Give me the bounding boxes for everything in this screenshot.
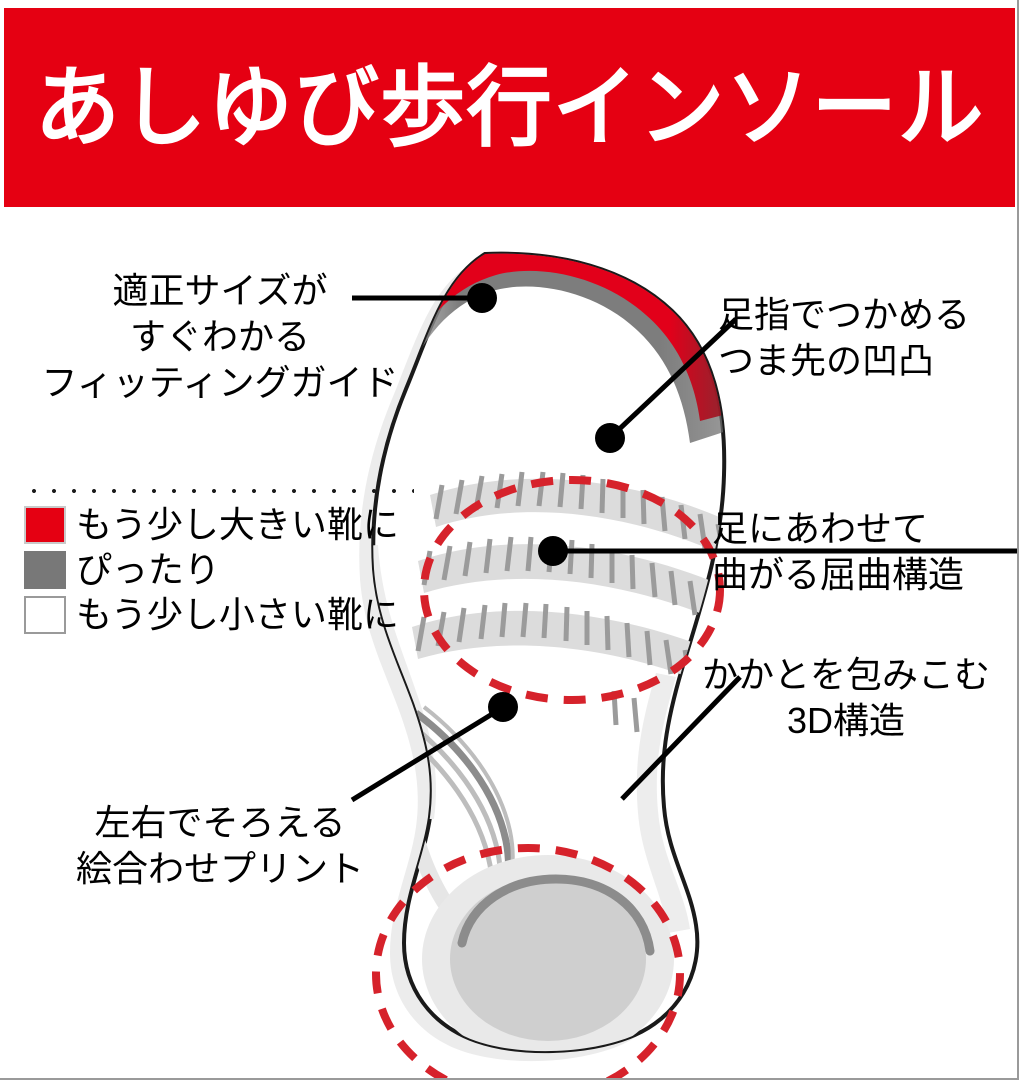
legend-label-smaller: もう少し小さい靴に bbox=[76, 594, 399, 635]
leader-dot-arch bbox=[488, 692, 518, 722]
annotation-heel-3d-line2: 3D構造 bbox=[786, 700, 906, 742]
fitting-guide-legend: もう少し大きい靴に ぴったり もう少し小さい靴に bbox=[24, 488, 424, 641]
legend-item-fit: ぴったり bbox=[24, 551, 424, 589]
legend-item-larger: もう少し大きい靴に bbox=[24, 506, 424, 544]
annotation-fitting-guide: 適正サイズが すぐわかる フィッティングガイド bbox=[30, 268, 410, 406]
legend-swatch-gray bbox=[24, 551, 66, 589]
lateral-shadow bbox=[636, 673, 690, 933]
annotation-fitting-guide-line1: 適正サイズが bbox=[112, 270, 328, 311]
legend-swatch-white bbox=[24, 596, 66, 634]
annotation-toe-grip-line2: つま先の凹凸 bbox=[718, 340, 935, 382]
leader-dot-fitting bbox=[467, 283, 497, 313]
header-banner: あしゆび歩行インソール bbox=[4, 8, 1015, 207]
leader-dots bbox=[467, 283, 625, 722]
insole-illustration bbox=[0, 207, 1017, 1078]
leader-toe bbox=[610, 317, 738, 438]
annotation-flex-structure-line1: 足にあわせて bbox=[712, 508, 929, 549]
legend-item-smaller: もう少し小さい靴に bbox=[24, 596, 424, 634]
annotation-fitting-guide-line2: すぐわかる bbox=[129, 316, 310, 358]
annotation-heel-3d: かかとを包みこむ 3D構造 bbox=[686, 652, 1006, 744]
annotation-toe-grip-line1: 足指でつかめる bbox=[718, 294, 971, 335]
leader-lines bbox=[350, 295, 1017, 803]
annotation-flex-structure: 足にあわせて 曲がる屈曲構造 bbox=[712, 506, 1017, 598]
toe-texture-bands bbox=[412, 471, 725, 774]
toe-highlight-circle bbox=[420, 476, 724, 704]
leader-heel bbox=[620, 675, 742, 801]
annotation-toe-grip: 足指でつかめる つま先の凹凸 bbox=[718, 292, 1017, 384]
legend-swatch-red bbox=[24, 506, 66, 544]
legend-label-fit: ぴったり bbox=[76, 549, 221, 590]
annotation-matching-print-line1: 左右でそろえる bbox=[94, 802, 346, 843]
leader-dot-flex bbox=[538, 536, 568, 566]
highlight-circles bbox=[372, 476, 724, 1078]
heel-highlight-circle bbox=[372, 844, 684, 1078]
leader-dot-toe bbox=[595, 423, 625, 453]
page-title: あしゆび歩行インソール bbox=[34, 57, 985, 157]
annotation-flex-structure-line2: 曲がる屈曲構造 bbox=[712, 554, 965, 596]
annotation-matching-print-line2: 絵合わせプリント bbox=[75, 848, 364, 890]
annotation-heel-3d-line1: かかとを包みこむ bbox=[701, 654, 990, 695]
heel-cup bbox=[422, 855, 674, 1052]
legend-divider bbox=[24, 488, 414, 494]
annotation-matching-print: 左右でそろえる 絵合わせプリント bbox=[30, 800, 410, 892]
leader-arch bbox=[350, 705, 504, 803]
annotation-fitting-guide-line3: フィッティングガイド bbox=[41, 362, 399, 404]
legend-label-larger: もう少し大きい靴に bbox=[76, 504, 399, 545]
